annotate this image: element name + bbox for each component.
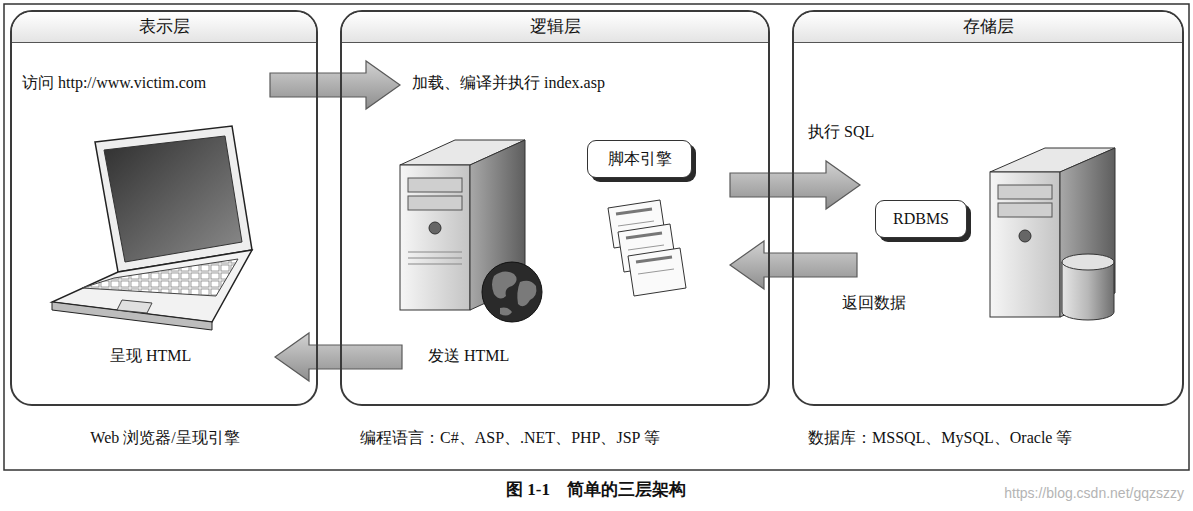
- query-note: 执行 SQL: [808, 122, 874, 142]
- tier-footnote: 编程语言：C#、ASP、.NET、PHP、JSP 等: [360, 428, 660, 448]
- return-note: 返回数据: [842, 293, 906, 313]
- process-note: 加载、编译并执行 index.asp: [412, 73, 605, 93]
- database-server-icon-part: [998, 185, 1052, 199]
- web-server-icon-part: [408, 178, 462, 192]
- web-server-icon-part: [408, 196, 462, 210]
- web-server-icon-part: [429, 222, 441, 234]
- figure-caption: 图 1-1 简单的三层架构: [506, 480, 686, 500]
- tier-title: 逻辑层: [342, 12, 768, 43]
- document-cards-icon-part: [638, 269, 674, 274]
- document-cards-icon-part: [636, 257, 672, 262]
- tier-panel: 逻辑层脚本引擎: [340, 10, 770, 406]
- database-cylinder-part: [1062, 262, 1114, 320]
- flow-arrow: [275, 333, 402, 381]
- watermark: https://blog.csdn.net/gqzszzy: [1004, 483, 1184, 503]
- box-label: RDBMS: [886, 209, 956, 229]
- database-cylinder: [1062, 254, 1114, 320]
- document-cards-icon-part: [628, 248, 686, 296]
- globe-icon-part: [517, 281, 536, 307]
- document-cards-icon-part: [626, 233, 662, 238]
- flow-arrow: [730, 161, 860, 209]
- globe-icon-part: [500, 308, 512, 316]
- laptop-icon-part: [82, 259, 238, 296]
- globe-icon: [482, 262, 542, 322]
- laptop-icon: [52, 126, 252, 330]
- component-box: RDBMS: [875, 200, 967, 238]
- send-note: 发送 HTML: [428, 346, 509, 366]
- component-box: 脚本引擎: [587, 140, 692, 178]
- box-label: 脚本引擎: [598, 149, 681, 169]
- web-server-icon-part: [408, 264, 462, 265]
- document-cards-icon-part: [628, 245, 664, 250]
- render-note: 呈现 HTML: [110, 346, 191, 366]
- tier-title: 存储层: [794, 12, 1182, 43]
- document-cards-icon: [608, 200, 686, 296]
- database-server-icon-part: [990, 172, 1060, 317]
- database-cylinder-part: [1062, 254, 1114, 270]
- laptop-icon-part: [104, 136, 242, 262]
- document-cards-icon-part: [616, 209, 652, 214]
- database-server-icon-part: [998, 203, 1052, 217]
- request-note: 访问 http://www.victim.com: [22, 73, 206, 93]
- globe-icon-part: [482, 262, 542, 322]
- globe-icon-part: [492, 271, 517, 298]
- web-server-icon: [400, 140, 525, 310]
- figure-frame: [4, 4, 1189, 470]
- laptop-icon-part: [117, 300, 152, 313]
- tier-footnote: Web 浏览器/呈现引擎: [90, 428, 239, 448]
- web-server-icon-part: [408, 252, 462, 253]
- database-server-icon-part: [1019, 230, 1031, 242]
- document-cards-icon-part: [618, 221, 654, 226]
- tier-panel: 存储层 RDBMS: [792, 10, 1184, 406]
- laptop-icon-part: [95, 126, 252, 272]
- web-server-icon-part: [408, 258, 462, 259]
- tier-footnote: 数据库：MSSQL、MySQL、Oracle 等: [808, 428, 1072, 448]
- flow-arrow: [270, 61, 400, 109]
- web-server-icon-part: [400, 165, 470, 310]
- tier-title: 表示层: [12, 12, 316, 43]
- tier-panel: 表示层: [10, 10, 318, 406]
